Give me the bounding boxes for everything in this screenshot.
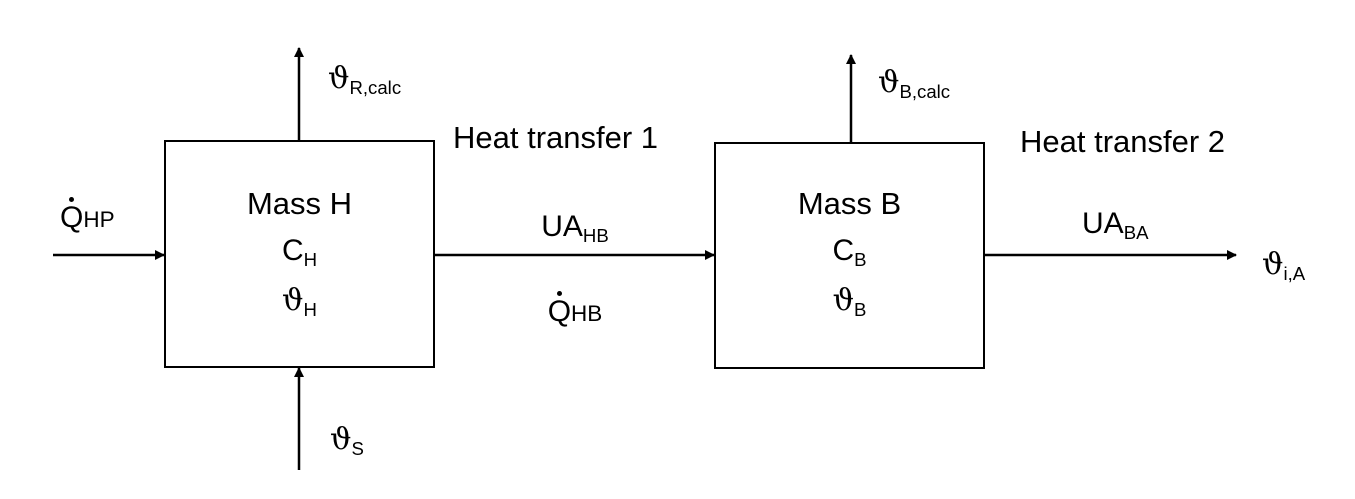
q-hp-label: QHP <box>60 197 115 234</box>
ua-hb-subscript: HB <box>582 224 609 246</box>
q-hb-subscript: HB <box>571 301 603 326</box>
theta-b-calc-label: ϑB,calc <box>878 68 950 102</box>
theta-r-subscript: R,calc <box>349 76 402 98</box>
ua-hb-label: UAHB <box>500 212 650 246</box>
mass-b-capacity-symbol: C <box>832 234 855 267</box>
mass-b-box <box>714 142 985 369</box>
mass-h-temperature: ϑH <box>164 286 435 320</box>
mass-h-title: Mass H <box>246 186 353 221</box>
ua-ba-symbol: UA <box>1082 207 1124 240</box>
theta-ia-label: ϑi,A <box>1262 250 1305 284</box>
q-hb-symbol: Q <box>547 291 572 328</box>
theta-b-symbol: ϑ <box>878 65 900 100</box>
mass-h-temperature-subscript: H <box>303 298 317 320</box>
q-hp-symbol: Q <box>60 197 84 234</box>
mass-b-temperature: ϑB <box>714 286 985 320</box>
ua-ba-subscript: BA <box>1123 221 1149 243</box>
ua-hb-symbol: UA <box>541 210 583 243</box>
theta-b-subscript: B,calc <box>899 80 951 102</box>
theta-s-label: ϑS <box>330 425 364 459</box>
theta-ia-subscript: i,A <box>1283 262 1306 284</box>
q-hp-subscript: HP <box>83 207 115 232</box>
q-hb-label: QHB <box>500 291 650 328</box>
theta-ia-symbol: ϑ <box>1262 247 1284 282</box>
mass-b-title: Mass B <box>797 186 902 221</box>
heat-transfer-2-title: Heat transfer 2 <box>1020 124 1226 159</box>
theta-s-symbol: ϑ <box>330 422 352 457</box>
mass-h-capacity-symbol: C <box>281 234 304 267</box>
theta-s-subscript: S <box>351 437 364 459</box>
theta-r-symbol: ϑ <box>328 61 350 96</box>
mass-h-theta-symbol: ϑ <box>282 283 304 318</box>
mass-b-capacity: CB <box>714 236 985 270</box>
ua-ba-label: UABA <box>1082 209 1149 243</box>
mass-h-box <box>164 140 435 368</box>
mass-b-theta-symbol: ϑ <box>832 283 855 318</box>
mass-h-capacity-subscript: H <box>303 248 318 270</box>
theta-r-calc-label: ϑR,calc <box>328 64 401 98</box>
heat-transfer-1-title: Heat transfer 1 <box>453 120 659 155</box>
mass-h-capacity: CH <box>164 236 435 270</box>
mass-b-temperature-subscript: B <box>854 298 867 320</box>
mass-b-capacity-subscript: B <box>854 248 867 270</box>
